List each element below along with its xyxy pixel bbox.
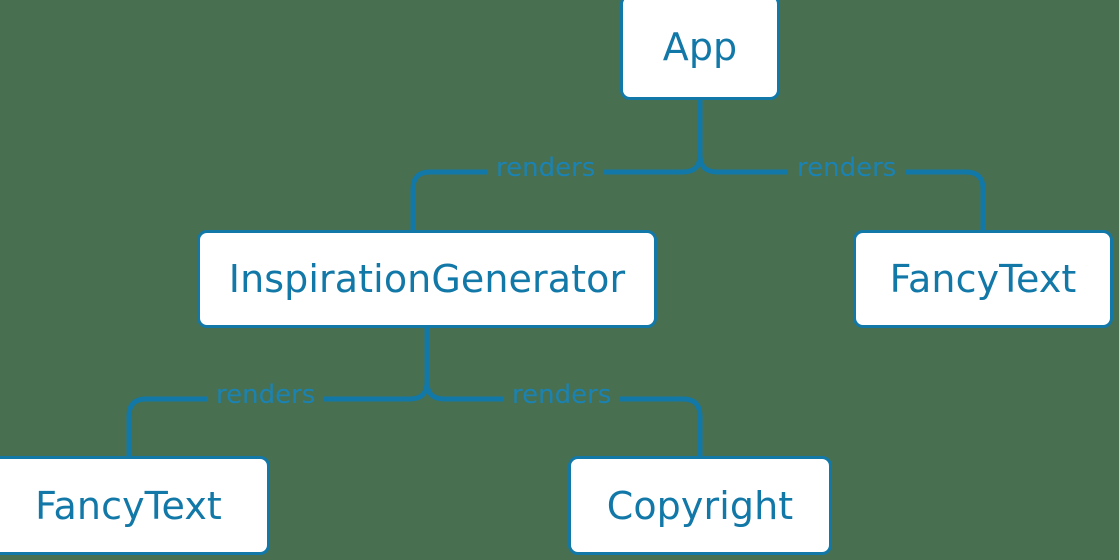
node-fancytext-right[interactable]: FancyText [853,230,1113,328]
edge-label-inspiration-to-fancytext-bottom: renders [207,382,325,408]
edge-inspiration-to-copyright [424,379,703,459]
node-inspiration-generator-label: InspirationGenerator [228,257,626,301]
node-fancytext-bottom[interactable]: FancyText [0,456,270,555]
node-fancytext-bottom-label: FancyText [35,483,222,528]
node-inspiration-generator[interactable]: InspirationGenerator [197,230,657,328]
edge-inspiration-to-fancytext-bottom [126,379,430,459]
node-copyright-label: Copyright [606,483,794,528]
edge-label-inspiration-to-copyright: renders [503,382,621,408]
node-app-label: App [662,25,738,69]
node-fancytext-right-label: FancyText [889,257,1077,301]
edge-label-app-to-inspiration: renders [487,155,605,181]
node-copyright[interactable]: Copyright [568,456,832,555]
edge-label-app-to-fancytext-right: renders [788,155,906,181]
edge-app-to-inspiration [410,152,703,233]
edge-app-to-fancytext-right [697,152,986,233]
node-app[interactable]: App [620,0,780,100]
